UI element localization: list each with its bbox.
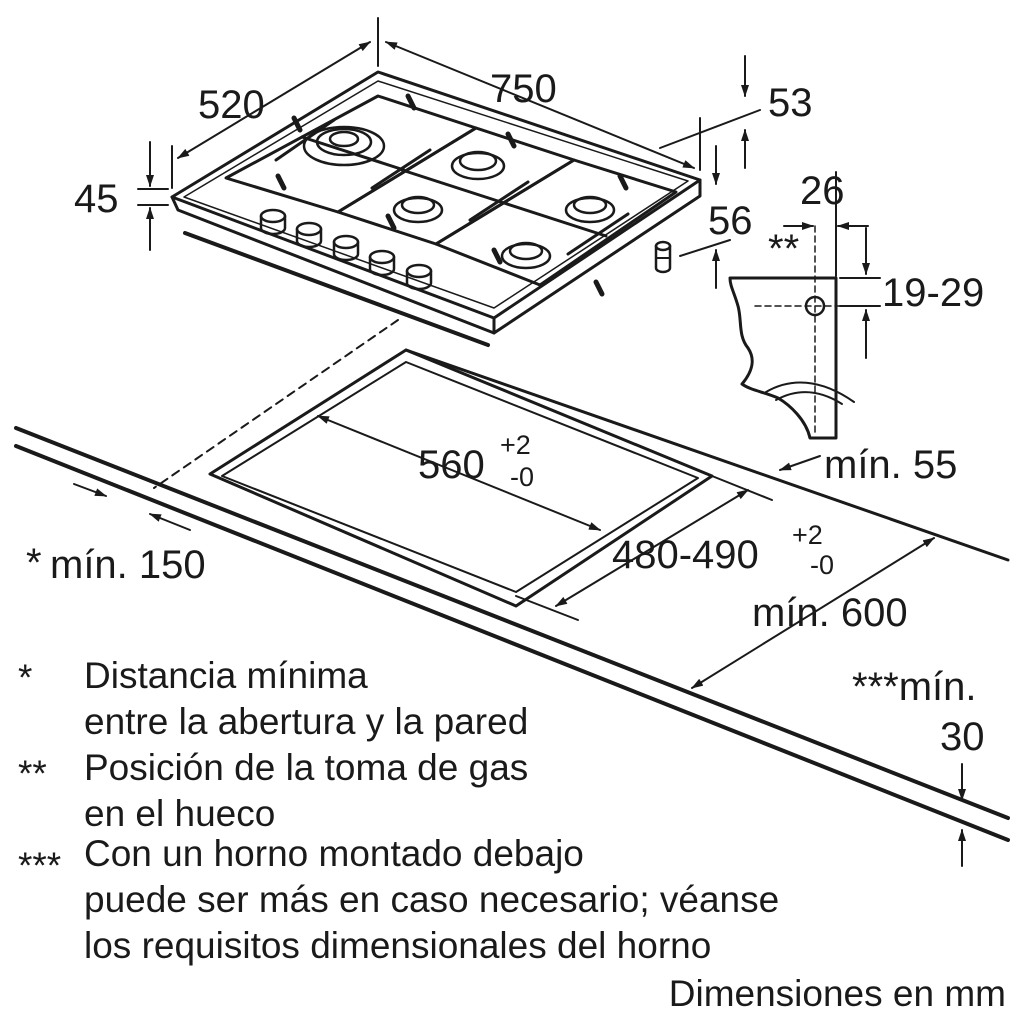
- dimension-lines-countertop: [73, 415, 966, 867]
- gas-inlet: [654, 240, 672, 274]
- dim-min-55: mín. 55: [824, 443, 957, 487]
- dim-min-150: mín. 150: [50, 543, 206, 587]
- pan-support-grates: [224, 93, 678, 297]
- countertop-front-top-edge: [14, 426, 1010, 820]
- dim-560-tol-minus: -0: [510, 462, 534, 492]
- burner-rear-middle: [450, 150, 506, 181]
- countertop: [14, 348, 1010, 842]
- legend-mark-2: **: [18, 753, 47, 794]
- legend-1-line-1: Distancia mínima: [84, 655, 368, 696]
- burner-front-left: [392, 195, 444, 224]
- dim-53: 53: [768, 81, 813, 125]
- dim-min-150-star: *: [26, 541, 42, 585]
- legend-mark-1: *: [18, 657, 32, 698]
- legend-3-line-2: puede ser más en caso necesario; véanse: [84, 879, 779, 920]
- burner-front-right: [500, 241, 552, 270]
- legend-1-line-2: entre la abertura y la pared: [84, 701, 528, 742]
- burner-rear-right: [564, 195, 616, 224]
- gas-position-detail: [728, 171, 881, 440]
- gas-marker: **: [768, 227, 799, 271]
- countertop-back-edge: [404, 348, 1010, 562]
- legend: * Distancia mínima entre la abertura y l…: [18, 655, 779, 966]
- dim-560-tol-plus: +2: [500, 430, 531, 460]
- dim-min-30-line2: 30: [940, 715, 985, 759]
- dim-min-600: mín. 600: [752, 591, 908, 635]
- dim-480-490-tol-plus: +2: [792, 520, 823, 550]
- dim-19-29: 19-29: [882, 271, 984, 315]
- countertop-front-bottom-edge: [14, 444, 1010, 842]
- dim-520: 520: [198, 83, 265, 127]
- dim-56: 56: [708, 199, 753, 243]
- dimension-lines-cooktop: [137, 17, 761, 489]
- dim-480-490: 480-490: [612, 533, 759, 577]
- control-knobs: [259, 208, 433, 291]
- units-note: Dimensiones en mm: [669, 973, 1006, 1014]
- dim-26: 26: [800, 169, 845, 213]
- legend-2-line-2: en el hueco: [84, 793, 275, 834]
- legend-2-line-1: Posición de la toma de gas: [84, 747, 528, 788]
- dim-45: 45: [74, 177, 119, 221]
- burner-wok: [302, 125, 386, 167]
- legend-3-line-1: Con un horno montado debajo: [84, 833, 584, 874]
- dim-min-30-line1: ***mín.: [852, 665, 977, 709]
- legend-mark-3: ***: [18, 845, 61, 886]
- dim-750: 750: [490, 67, 557, 111]
- dim-560: 560: [418, 443, 485, 487]
- dim-480-490-tol-minus: -0: [810, 550, 834, 580]
- legend-3-line-3: los requisitos dimensionales del horno: [84, 925, 711, 966]
